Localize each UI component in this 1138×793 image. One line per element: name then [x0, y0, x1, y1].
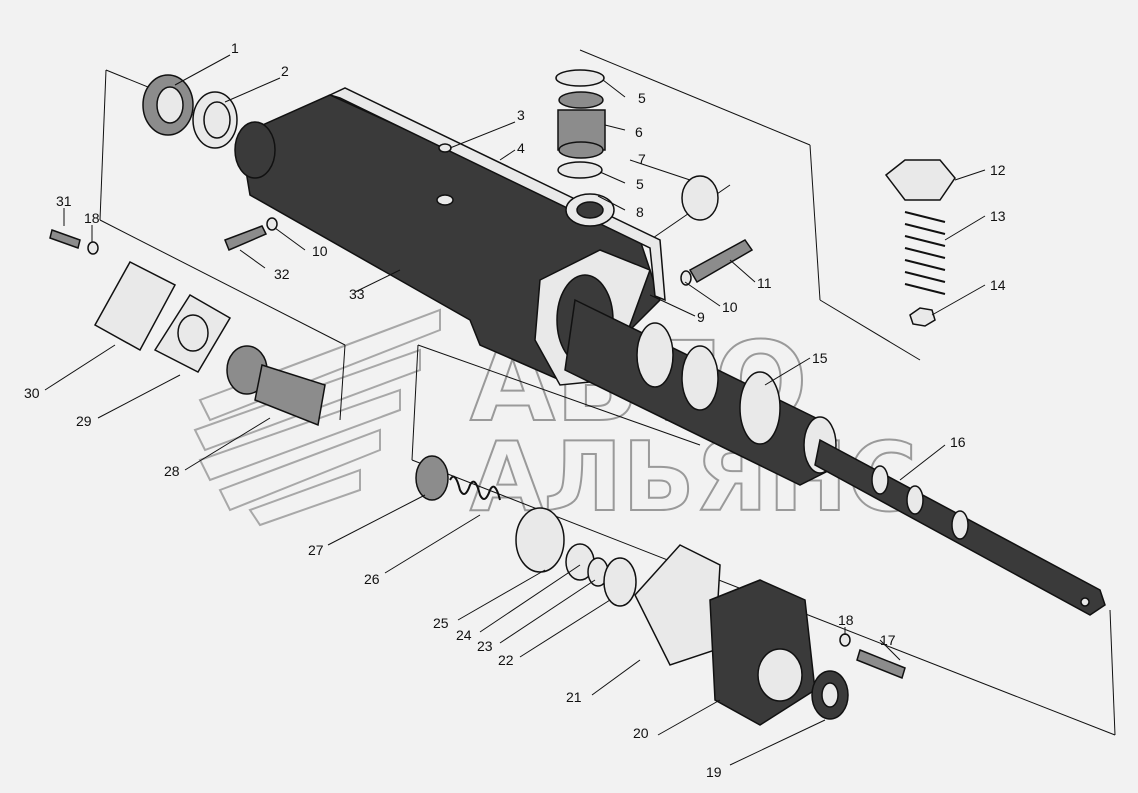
- washer-10-right: [680, 270, 692, 286]
- o-ring-5-top: [555, 69, 605, 87]
- callout-11: 11: [757, 275, 772, 291]
- callout-30: 30: [24, 385, 40, 401]
- callout-15: 15: [812, 350, 828, 366]
- callout-5-top: 5: [638, 90, 646, 106]
- callout-21: 21: [566, 689, 582, 705]
- callout-22: 22: [498, 652, 514, 668]
- spring-13: [904, 211, 946, 295]
- callout-32: 32: [274, 266, 290, 282]
- callout-33: 33: [349, 286, 365, 302]
- callout-23: 23: [477, 638, 493, 654]
- callout-8: 8: [636, 204, 644, 220]
- rings-22-25: [515, 507, 637, 607]
- callout-7: 7: [638, 151, 646, 167]
- fitting-6: [557, 109, 606, 151]
- cover-20: [709, 579, 816, 726]
- callout-2: 2: [281, 63, 289, 79]
- fitting-28: [226, 345, 326, 427]
- callout-4: 4: [517, 140, 525, 156]
- callout-12: 12: [990, 162, 1006, 178]
- leader-lines: [44, 54, 986, 766]
- nut-1: [142, 74, 194, 136]
- callout-16: 16: [950, 434, 966, 450]
- callout-labels: 1 2 3 4 5 6 5 7 8 9 10 10 11 12 13 14 15…: [24, 40, 1006, 780]
- o-ring-5-bottom: [557, 161, 603, 179]
- callout-19: 19: [706, 764, 722, 780]
- callout-1: 1: [231, 40, 239, 56]
- gasket-21: [634, 544, 721, 666]
- fitting-6-group: [555, 69, 719, 221]
- callout-26: 26: [364, 571, 380, 587]
- callout-27: 27: [308, 542, 324, 558]
- callout-13: 13: [990, 208, 1006, 224]
- bolt-head-12: [884, 159, 956, 201]
- callout-10-left: 10: [312, 243, 328, 259]
- bolt-32: [224, 217, 278, 251]
- bolt-17: [839, 633, 906, 680]
- callout-25: 25: [433, 615, 449, 631]
- shaft-16: [814, 438, 1106, 616]
- callout-28: 28: [164, 463, 180, 479]
- callout-9: 9: [697, 309, 705, 325]
- callout-5-bottom: 5: [636, 176, 644, 192]
- callout-14: 14: [990, 277, 1006, 293]
- bolt-11: [680, 239, 754, 286]
- washer-18-left: [87, 241, 99, 255]
- callout-18-right: 18: [838, 612, 854, 628]
- washer-18-right: [839, 633, 851, 647]
- cover-30: [93, 261, 177, 352]
- watermark-logo: [193, 308, 441, 527]
- gasket-29: [153, 293, 232, 373]
- seal-19: [811, 670, 849, 720]
- callout-10-right: 10: [722, 299, 738, 315]
- nut-14: [909, 307, 936, 327]
- washer-10-left: [266, 217, 278, 231]
- valve-12-14-group: [884, 159, 956, 327]
- callout-20: 20: [633, 725, 649, 741]
- rack-piston-15: [564, 298, 837, 486]
- callout-18-left: 18: [84, 210, 100, 226]
- o-ring-7: [681, 175, 719, 221]
- bushing-27: [415, 455, 449, 501]
- washer-2: [192, 91, 238, 149]
- callout-17: 17: [880, 632, 896, 648]
- ring-22: [603, 557, 637, 607]
- spring-26: [449, 475, 501, 501]
- callout-31: 31: [56, 193, 72, 209]
- ring-25: [515, 507, 565, 573]
- assembly-frame-lines: [99, 49, 1116, 736]
- callout-6: 6: [635, 124, 643, 140]
- callout-3: 3: [517, 107, 525, 123]
- callout-24: 24: [456, 627, 472, 643]
- callout-29: 29: [76, 413, 92, 429]
- bolt-31: [49, 229, 99, 255]
